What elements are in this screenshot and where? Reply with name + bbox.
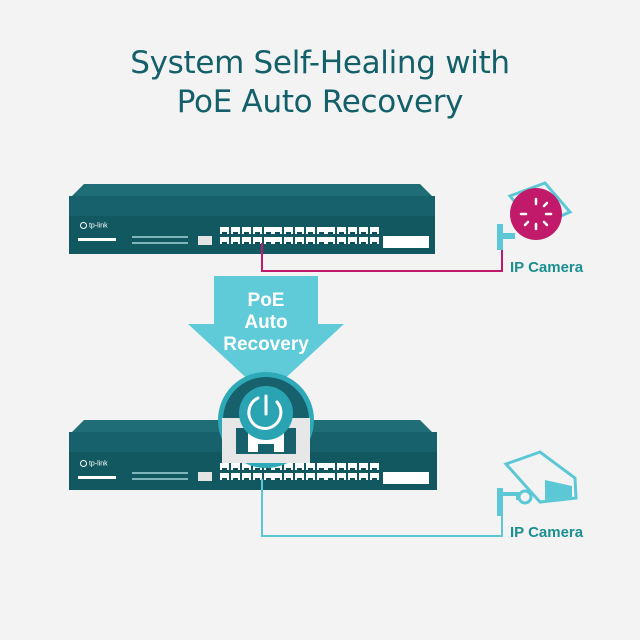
console-port-bottom [198, 472, 212, 481]
sfp-panel-bottom [383, 472, 429, 484]
switch-top [69, 184, 435, 254]
page-title: System Self-Healing with PoE Auto Recove… [0, 44, 640, 122]
power-recovery-icon [247, 394, 283, 430]
led-row-top [132, 236, 188, 244]
console-port-top [198, 236, 212, 245]
loading-spinner-icon [519, 197, 553, 231]
fault-link-line [261, 243, 503, 272]
arrow-label-line-3: Recovery [223, 334, 309, 355]
camera-label-bottom: IP Camera [510, 524, 584, 541]
title-line-2: PoE Auto Recovery [176, 84, 464, 120]
ip-camera-bottom [497, 450, 578, 516]
arrow-label: PoE Auto Recovery [218, 290, 314, 356]
switch-top-logo: tp-link [80, 222, 108, 229]
switch-bottom-logo: tp-link [80, 460, 108, 467]
recovered-link-line [261, 479, 503, 537]
recovery-arrow [188, 276, 344, 396]
magnifier-lens [218, 372, 314, 468]
led-row-bottom [132, 472, 188, 480]
sfp-panel-top [383, 236, 429, 248]
tp-link-logo-icon [80, 222, 87, 229]
arrow-label-line-1: PoE [247, 290, 285, 311]
camera-label-top: IP Camera [510, 259, 584, 276]
ip-camera-top [497, 181, 573, 250]
title-line-1: System Self-Healing with [130, 45, 510, 81]
camera-fault-badge [510, 188, 562, 240]
arrow-label-line-2: Auto [244, 312, 288, 333]
tp-link-logo-icon [80, 460, 87, 467]
